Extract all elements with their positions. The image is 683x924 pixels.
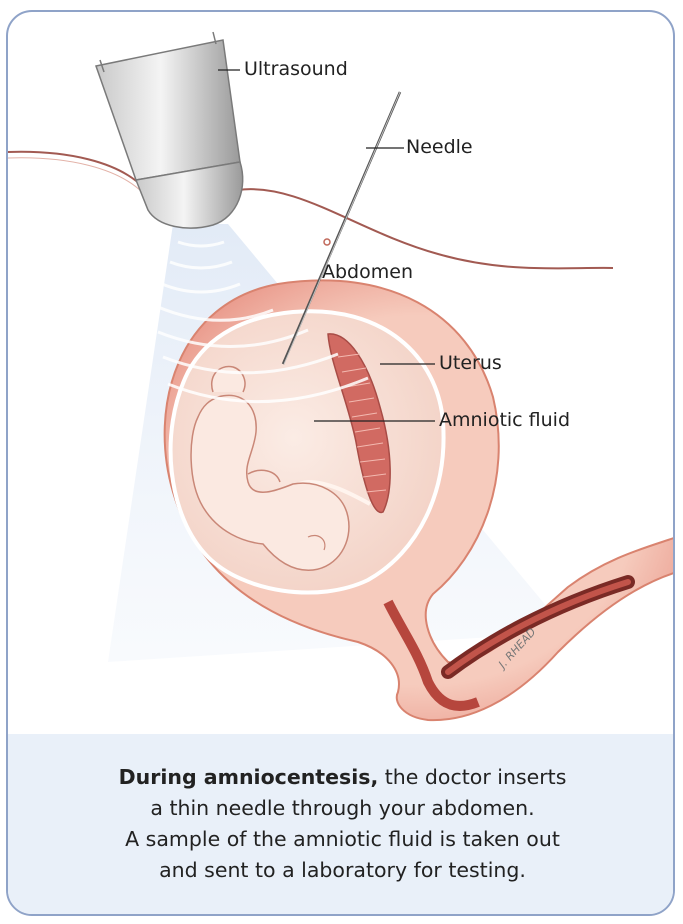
caption-lead: During amniocentesis, xyxy=(119,765,379,789)
caption-line-3: A sample of the amniotic fluid is taken … xyxy=(8,824,675,855)
illustration-card: Ultrasound Needle Abdomen Uterus Amnioti… xyxy=(6,10,675,916)
amniotic-fluid-label: Amniotic fluid xyxy=(439,409,570,431)
caption-line-4: and sent to a laboratory for testing. xyxy=(8,855,675,886)
caption-panel: During amniocentesis, the doctor inserts… xyxy=(8,734,675,916)
caption-line-1-rest: the doctor inserts xyxy=(378,765,566,789)
abdomen-skin-line xyxy=(8,152,613,269)
ultrasound-probe xyxy=(96,32,243,228)
abdomen-label: Abdomen xyxy=(322,261,413,283)
amniocentesis-illustration xyxy=(8,12,675,732)
ultrasound-label: Ultrasound xyxy=(244,58,348,80)
needle-label: Needle xyxy=(406,136,473,158)
caption-line-1: During amniocentesis, the doctor inserts xyxy=(8,762,675,793)
caption-line-2: a thin needle through your abdomen. xyxy=(8,793,675,824)
uterus-label: Uterus xyxy=(439,352,502,374)
